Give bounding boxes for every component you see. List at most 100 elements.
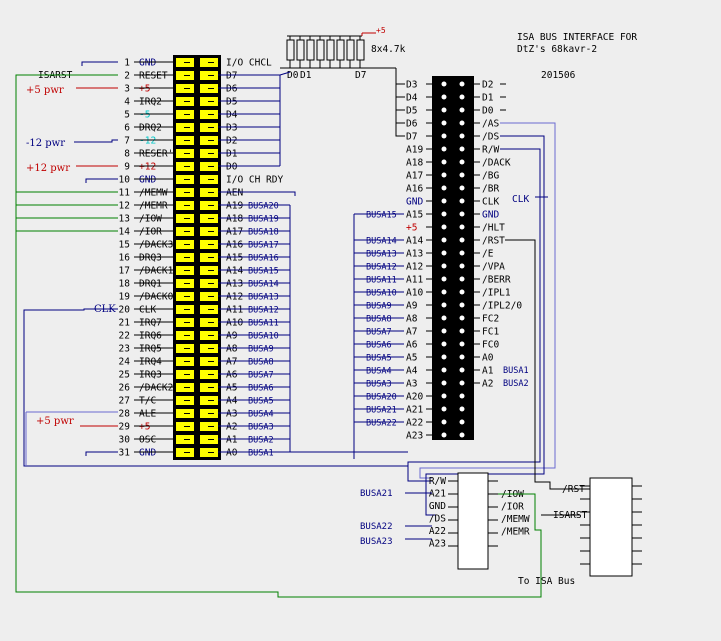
- isa-b-label: IRQ6: [139, 331, 162, 342]
- cpu-header-body: [432, 76, 474, 440]
- isa-busa-label: BUSA19: [248, 215, 279, 225]
- isa-busa-label: BUSA3: [248, 423, 274, 433]
- cpu-header-pin: [441, 302, 447, 308]
- cpu-busa-label: BUSA8: [366, 315, 392, 325]
- cpu-header-pin: [459, 133, 465, 139]
- cpu-left-label: A21: [406, 405, 423, 416]
- to-isa-label: To ISA Bus: [518, 576, 575, 587]
- isa-a-label: A7: [226, 357, 237, 368]
- cpu-header-pin: [459, 159, 465, 165]
- isa-pin-number: 17: [119, 266, 130, 277]
- isa-pin-number: 10: [119, 175, 131, 186]
- isa-pin-number: 24: [119, 357, 131, 368]
- isa-a-label: A13: [226, 279, 243, 290]
- isa-pin-number: 14: [119, 227, 131, 238]
- cpu-right-label: /DACK: [482, 158, 511, 169]
- cpu-header-pin: [459, 328, 465, 334]
- isa-b-label: /IOW: [139, 214, 162, 225]
- isa-b-label: T/C: [139, 396, 156, 407]
- cpu-left-label: A8: [406, 314, 418, 325]
- cpu-right-busa: BUSA1: [503, 366, 529, 376]
- isa-b-label: +5: [139, 422, 150, 433]
- cpu-busa-label: BUSA13: [366, 250, 397, 260]
- cpu-left-label: +5: [406, 223, 417, 234]
- isa-b-label: RESET: [139, 71, 168, 82]
- cpu-header-pin: [441, 81, 447, 87]
- cpu-header-pin: [441, 185, 447, 191]
- isa-b-label: -12: [139, 136, 156, 147]
- cpu-right-label: /IPL2/0: [482, 301, 522, 312]
- cpu-header-pin: [441, 393, 447, 399]
- isa-pin-number: 28: [119, 409, 131, 420]
- as-wire: [419, 122, 556, 479]
- resistor-d1: D1: [300, 70, 312, 81]
- cpu-header-pin: [459, 393, 465, 399]
- isa-a-label: A11: [226, 305, 243, 316]
- isa-a-label: A15: [226, 253, 243, 264]
- cpu-header-pin: [459, 81, 465, 87]
- cpu-left-label: A14: [406, 236, 423, 247]
- cpu-busa-label: BUSA9: [366, 302, 392, 312]
- isa-a-label: A8: [226, 344, 238, 355]
- isa-busa-label: BUSA4: [248, 410, 274, 420]
- cpu-header-pin: [441, 211, 447, 217]
- cpu-left-label: A9: [406, 301, 418, 312]
- cpu-busa-label: BUSA21: [366, 406, 397, 416]
- isa-a-label: A1: [226, 435, 238, 446]
- decoder-busa-label: BUSA23: [360, 537, 393, 547]
- cpu-left-label: A20: [406, 392, 423, 403]
- generated-schematic-elements: 1234567891011121314151617181920212223242…: [15, 32, 642, 598]
- resistor-element: [316, 39, 325, 61]
- isa-busa-label: BUSA8: [248, 358, 274, 368]
- isa-pin-number: 11: [119, 188, 131, 199]
- cpu-header-pin: [459, 367, 465, 373]
- isa-busa-label: BUSA9: [248, 345, 274, 355]
- cpu-left-label: D7: [406, 132, 417, 143]
- cpu-header-pin: [441, 120, 447, 126]
- cpu-header-pin: [459, 432, 465, 438]
- cpu-header-pin: [441, 341, 447, 347]
- cpu-left-label: A12: [406, 262, 423, 273]
- isa-pin-number: 2: [124, 71, 130, 82]
- cpu-header-pin: [441, 276, 447, 282]
- isa-pin-number: 25: [119, 370, 130, 381]
- isa-a-label: D7: [226, 71, 237, 82]
- isa-a-label: I/O CH RDY: [226, 175, 283, 186]
- isa-pin-number: 19: [119, 292, 131, 303]
- isa-pin-number: 12: [119, 201, 130, 212]
- isa-pin-number: 9: [124, 162, 130, 173]
- isa-b-label: +12: [139, 162, 156, 173]
- cpu-data-wire: [395, 68, 405, 85]
- isa-b-label: IRQ5: [139, 344, 162, 355]
- resistor-supply: +5: [376, 26, 386, 35]
- cpu-header-pin: [459, 289, 465, 295]
- isa-a-label: A2: [226, 422, 237, 433]
- isa-b-label: /MEMW: [139, 188, 168, 199]
- resistor-element: [336, 39, 345, 61]
- isa-pin-number: 6: [124, 123, 130, 134]
- cpu-right-label: /RST: [482, 236, 505, 247]
- cpu-right-label: /IPL1: [482, 288, 511, 299]
- isa-busa-label: BUSA20: [248, 202, 279, 212]
- resistor-element: [306, 39, 315, 61]
- cpu-right-label: A2: [482, 379, 493, 390]
- cpu-busa-label: BUSA5: [366, 354, 392, 364]
- cpu-busa-label: BUSA15: [366, 211, 397, 221]
- isa-busa-label: BUSA18: [248, 228, 279, 238]
- isa-pin-number: 30: [119, 435, 131, 446]
- isa-b-label: DRQ2: [139, 123, 162, 134]
- decoder-body: [457, 472, 489, 570]
- cpu-header-pin: [441, 172, 447, 178]
- resistor-d7: D7: [355, 70, 366, 81]
- cpu-header-pin: [459, 380, 465, 386]
- cpu-header-pin: [441, 380, 447, 386]
- resistor-element: [346, 39, 355, 61]
- cpu-left-label: D5: [406, 106, 417, 117]
- cpu-right-busa: BUSA2: [503, 379, 529, 389]
- cpu-header-pin: [459, 302, 465, 308]
- cpu-header-pin: [441, 328, 447, 334]
- rw-wire: [407, 148, 541, 482]
- isa-pin-number: 13: [119, 214, 130, 225]
- left-p5pwr-bottom: +5 pwr: [36, 416, 74, 427]
